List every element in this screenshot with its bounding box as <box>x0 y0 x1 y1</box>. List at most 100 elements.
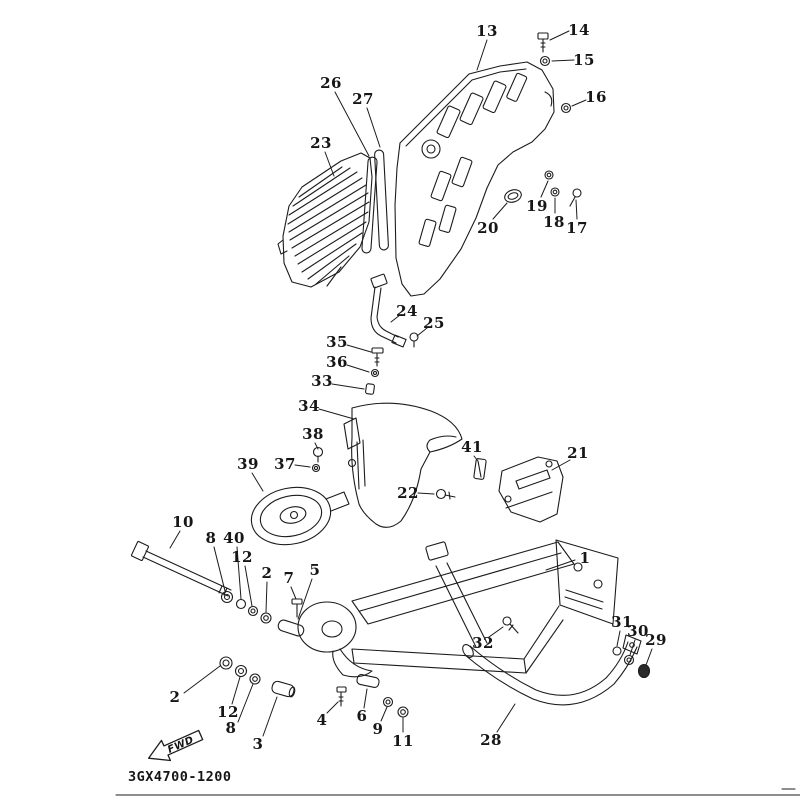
part-33-spacer <box>365 383 375 395</box>
part-callout-2: 2 <box>169 688 181 706</box>
page-edge-line <box>115 788 800 796</box>
leader-line-1 <box>545 559 576 571</box>
part-callout-23: 23 <box>310 134 332 152</box>
fwd-arrow: FWD <box>147 729 204 762</box>
part-5-spacer <box>277 619 305 637</box>
callout-leader-lines <box>169 30 653 737</box>
part-35-bolt <box>371 347 384 367</box>
part-39-damper-pad <box>250 486 350 546</box>
leader-line-17 <box>575 199 578 220</box>
leader-line-12 <box>244 565 253 607</box>
part-23-ribbed-shroud <box>277 152 373 288</box>
part-1-swingarm <box>297 539 619 678</box>
part-callout-33: 33 <box>311 372 333 390</box>
leader-line-41 <box>473 455 479 462</box>
part-callout-4: 4 <box>316 711 328 729</box>
part-8-washer-lower <box>249 673 261 685</box>
part-36-washer <box>370 368 380 378</box>
part-callout-38: 38 <box>302 425 324 443</box>
part-callout-34: 34 <box>298 397 320 415</box>
part-callout-11: 11 <box>392 732 414 750</box>
part-callout-24: 24 <box>396 302 418 320</box>
part-24-bracket <box>370 273 407 348</box>
part-callout-13: 13 <box>476 22 498 40</box>
leader-line-32 <box>488 626 504 638</box>
part-6-spacer <box>356 674 380 688</box>
part-callout-16: 16 <box>585 88 607 106</box>
part-callout-19: 19 <box>526 197 548 215</box>
part-9-washer <box>382 696 394 708</box>
part-17-bolt <box>569 188 582 207</box>
part-callout-17: 17 <box>566 219 588 237</box>
leader-line-6 <box>363 688 368 709</box>
part-callout-1: 1 <box>579 549 591 567</box>
leader-line-20 <box>492 202 508 220</box>
fwd-arrow-shape <box>147 729 204 762</box>
part-40-washer <box>235 598 247 610</box>
part-30-washer <box>623 654 635 666</box>
leader-line-31 <box>616 630 621 647</box>
part-20-cap <box>504 189 522 203</box>
leader-line-27 <box>366 107 381 148</box>
part-callout-6: 6 <box>356 707 368 725</box>
part-32-bolt <box>502 616 519 634</box>
part-13-top-shroud <box>394 61 555 297</box>
part-callout-35: 35 <box>326 333 348 351</box>
part-38-bolt <box>312 446 324 463</box>
leader-line-5 <box>297 578 313 620</box>
part-callout-27: 27 <box>352 90 374 108</box>
part-callout-22: 22 <box>397 484 419 502</box>
leader-line-40 <box>236 546 242 600</box>
part-callout-39: 39 <box>237 455 259 473</box>
leader-line-14 <box>549 30 570 41</box>
part-callout-41: 41 <box>461 438 483 456</box>
leader-line-8 <box>237 683 254 723</box>
leader-line-24 <box>390 314 401 323</box>
part-callout-18: 18 <box>543 213 565 231</box>
part-21-stand-bracket <box>498 456 564 523</box>
leader-line-29 <box>645 648 653 666</box>
leader-line-35 <box>346 344 372 353</box>
leader-line-12 <box>231 676 241 705</box>
part-7-bolt <box>291 598 303 618</box>
leader-line-34 <box>318 408 355 420</box>
part-callout-12: 12 <box>217 703 239 721</box>
part-26-27-gasket-strips <box>361 149 389 254</box>
part-callout-8: 8 <box>205 529 217 547</box>
part-callout-20: 20 <box>477 219 499 237</box>
part-4-bolt <box>336 686 347 707</box>
part-callout-15: 15 <box>573 51 595 69</box>
leader-line-26 <box>334 91 370 157</box>
leader-line-23 <box>324 151 335 177</box>
leader-line-4 <box>326 701 339 714</box>
part-callout-30: 30 <box>627 622 649 640</box>
part-callout-10: 10 <box>172 513 194 531</box>
part-callout-31: 31 <box>611 613 633 631</box>
leader-line-13 <box>476 39 488 71</box>
part-callout-37: 37 <box>274 455 296 473</box>
part-callout-12: 12 <box>231 548 253 566</box>
part-16-nut <box>560 102 572 114</box>
part-12-washer-lower <box>234 664 248 678</box>
part-callout-21: 21 <box>567 444 589 462</box>
part-12-washer <box>247 605 259 617</box>
part-31-washer <box>612 646 622 656</box>
part-callout-36: 36 <box>326 353 348 371</box>
leader-line-3 <box>262 696 278 737</box>
part-28-bar <box>462 634 642 706</box>
part-callout-14: 14 <box>568 21 590 39</box>
leader-line-21 <box>551 459 571 471</box>
part-8-nut <box>220 590 234 604</box>
part-37-washer <box>311 463 321 473</box>
part-15-nut <box>539 55 551 67</box>
leader-line-36 <box>346 364 370 373</box>
leader-line-22 <box>417 492 435 495</box>
part-callout-7: 7 <box>283 569 295 587</box>
part-19-washer <box>544 170 554 180</box>
leader-line-28 <box>496 703 516 733</box>
part-14-bolt <box>537 32 549 53</box>
part-callout-29: 29 <box>645 631 667 649</box>
part-callout-9: 9 <box>372 720 384 738</box>
